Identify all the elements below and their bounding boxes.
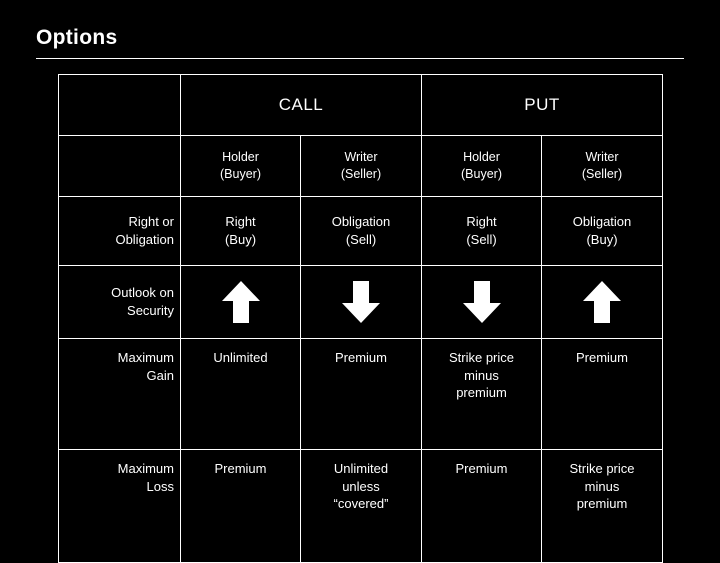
- cell-put-writer-outlook: [541, 265, 663, 339]
- group-header-call: CALL: [180, 74, 422, 136]
- row-label-line1: Maximum: [117, 350, 174, 365]
- cell-call-holder-gain: Unlimited: [180, 338, 301, 450]
- cell-line3: “covered”: [333, 496, 389, 512]
- sub-header-line2: (Buyer): [461, 167, 502, 181]
- cell-call-writer-obligation: Obligation (Sell): [300, 196, 422, 266]
- cell-line2: (Sell): [466, 232, 497, 247]
- group-header-put: PUT: [421, 74, 663, 136]
- cell-put-writer-obligation: Obligation (Buy): [541, 196, 663, 266]
- arrow-down-icon: [428, 272, 535, 332]
- table-row-sub-headers: Holder (Buyer) Writer (Seller) Holder (B…: [58, 135, 663, 197]
- sub-header-line1: Writer: [344, 150, 378, 165]
- options-table: CALL PUT Holder (Buyer) Writer (Seller) …: [58, 74, 663, 563]
- table-row-group-headers: CALL PUT: [58, 74, 663, 136]
- cell-line1: Obligation: [572, 214, 632, 230]
- cell-line1: Premium: [334, 350, 387, 365]
- cell-line2: (Buy): [224, 232, 257, 247]
- row-label-line1: Outlook on: [111, 285, 174, 301]
- sub-header-line2: (Seller): [581, 167, 623, 181]
- cell-put-holder-outlook: [421, 265, 542, 339]
- cell-line1: Premium: [575, 350, 628, 365]
- row-label-line2: Loss: [146, 478, 174, 494]
- cell-put-holder-gain: Strike price minus premium: [421, 338, 542, 450]
- cell-put-writer-gain: Premium: [541, 338, 663, 450]
- cell-call-holder-outlook: [180, 265, 301, 339]
- arrow-down-icon: [307, 272, 415, 332]
- row-label-right-or-obligation: Right or Obligation: [58, 196, 181, 266]
- cell-line1: Right: [225, 214, 256, 230]
- row-label-maximum-loss: Maximum Loss: [58, 449, 181, 563]
- sub-header-blank: [58, 135, 181, 197]
- cell-line2: (Sell): [345, 232, 377, 247]
- sub-header-call-holder: Holder (Buyer): [180, 135, 301, 197]
- table-row-right-or-obligation: Right or Obligation Right (Buy) Obligati…: [58, 196, 663, 266]
- cell-line3: premium: [576, 496, 628, 512]
- cell-call-writer-outlook: [300, 265, 422, 339]
- title-divider: [36, 58, 684, 59]
- sub-header-line1: Holder: [222, 150, 259, 165]
- row-label-outlook: Outlook on Security: [58, 265, 181, 339]
- sub-header-line2: (Buyer): [220, 167, 261, 181]
- cell-line2: minus: [584, 478, 620, 494]
- table-row-outlook: Outlook on Security: [58, 265, 663, 339]
- arrow-up-icon: [187, 272, 294, 332]
- cell-line1: Strike price: [448, 350, 515, 365]
- row-label-line2: Gain: [146, 367, 174, 383]
- page-title: Options: [36, 26, 118, 49]
- cell-line3: premium: [456, 385, 507, 401]
- cell-line2: unless: [342, 478, 380, 494]
- corner-cell: [58, 74, 181, 136]
- sub-header-line2: (Seller): [340, 167, 382, 181]
- row-label-line1: Maximum: [117, 461, 174, 476]
- sub-header-line1: Writer: [585, 150, 619, 165]
- cell-line1: Unlimited: [333, 461, 389, 476]
- cell-line1: Obligation: [331, 214, 391, 230]
- cell-line2: minus: [464, 367, 499, 383]
- cell-call-writer-loss: Unlimited unless “covered”: [300, 449, 422, 563]
- sub-header-call-writer: Writer (Seller): [300, 135, 422, 197]
- row-label-line2: Obligation: [115, 232, 174, 247]
- arrow-up-icon: [548, 272, 656, 332]
- sub-header-line1: Holder: [463, 150, 500, 165]
- cell-call-holder-obligation: Right (Buy): [180, 196, 301, 266]
- cell-put-holder-obligation: Right (Sell): [421, 196, 542, 266]
- cell-put-writer-loss: Strike price minus premium: [541, 449, 663, 563]
- cell-call-holder-loss: Premium: [180, 449, 301, 563]
- table-row-maximum-gain: Maximum Gain Unlimited Premium Strike pr…: [58, 338, 663, 450]
- cell-call-writer-gain: Premium: [300, 338, 422, 450]
- row-label-line1: Right or: [128, 214, 174, 230]
- table-row-maximum-loss: Maximum Loss Premium Unlimited unless “c…: [58, 449, 663, 563]
- cell-line1: Right: [466, 214, 497, 230]
- row-label-maximum-gain: Maximum Gain: [58, 338, 181, 450]
- sub-header-put-holder: Holder (Buyer): [421, 135, 542, 197]
- row-label-line2: Security: [127, 303, 174, 318]
- cell-line1: Premium: [214, 461, 267, 476]
- cell-line1: Premium: [455, 461, 508, 476]
- cell-line1: Strike price: [569, 461, 635, 476]
- cell-line1: Unlimited: [213, 350, 268, 365]
- sub-header-put-writer: Writer (Seller): [541, 135, 663, 197]
- cell-line2: (Buy): [586, 232, 618, 247]
- cell-put-holder-loss: Premium: [421, 449, 542, 563]
- slide: Options CALL PUT Holder (Buyer) Writer (…: [36, 26, 684, 563]
